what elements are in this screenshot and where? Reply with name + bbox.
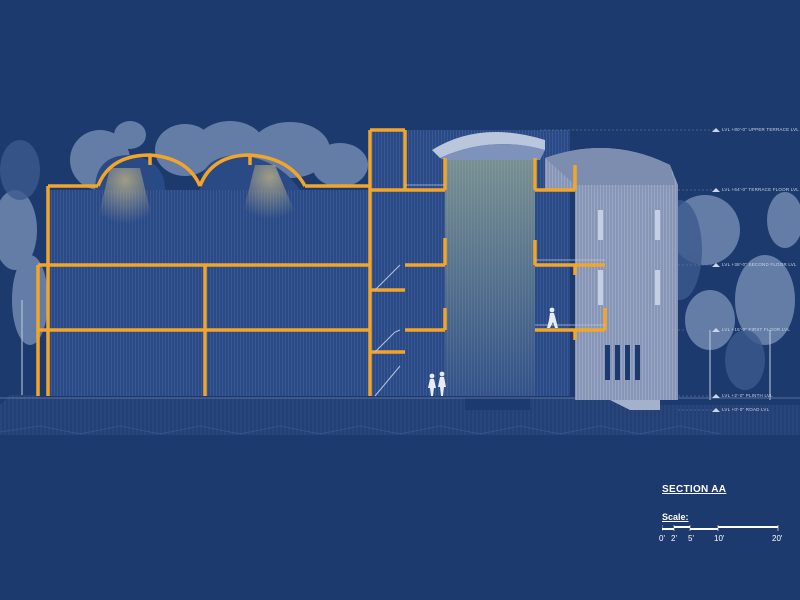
scale-tick-20: 20' <box>772 534 783 543</box>
scale-tick-10: 10' <box>714 534 725 543</box>
scale-tick-2: 2' <box>671 534 677 543</box>
level-label-upper-terrace: LVL +80'-0" UPPER TERRACE LVL <box>722 127 799 132</box>
structural-frame <box>36 128 607 396</box>
level-label-plinth: LVL +2'-0" PLINTH LVL <box>722 393 773 398</box>
tree-trunks <box>21 300 771 400</box>
stair-tower <box>545 148 678 410</box>
section-title: SECTION AA <box>662 484 727 495</box>
scale-bar <box>662 525 779 531</box>
stairs <box>374 264 401 397</box>
railings <box>405 184 605 326</box>
level-label-terrace-floor: LVL +64'-0" TERRACE FLOOR LVL <box>722 187 799 192</box>
level-label-first-floor: LVL +15'-0" FIRST FLOOR LVL <box>722 327 791 332</box>
scale-tick-5: 5' <box>688 534 694 543</box>
level-label-second-floor: LVL +38'-0" SECOND FLOOR LVL <box>722 262 797 267</box>
level-lines <box>540 129 718 411</box>
level-markers <box>712 128 720 412</box>
scale-label: Scale: <box>662 512 689 522</box>
scale-tick-0: 0' <box>659 534 665 543</box>
atrium <box>370 130 570 396</box>
main-hall-interior <box>48 155 370 396</box>
skylight-glow <box>95 165 300 230</box>
level-label-road: LVL +0'-0" ROAD LVL <box>722 407 770 412</box>
roof-canopy <box>432 132 545 160</box>
people-figures <box>428 307 558 396</box>
ground <box>0 395 800 435</box>
